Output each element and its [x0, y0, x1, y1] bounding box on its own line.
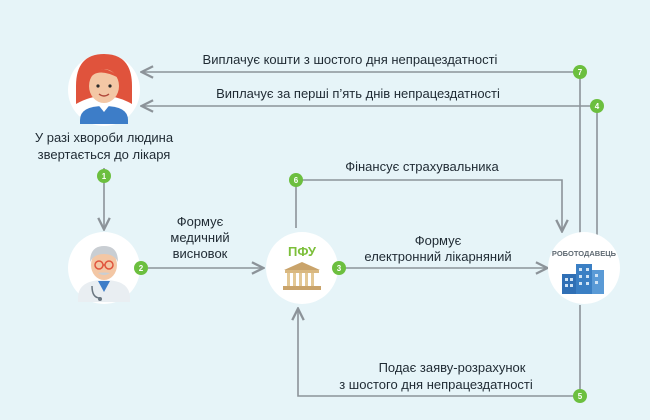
step-badge-6: 6 — [289, 173, 303, 187]
step-5-label-line-2: з шостого дня непрацездатності — [339, 377, 533, 392]
step-badge-4: 4 — [590, 99, 604, 113]
employer-label: РОБОТОДАВЕЦЬ — [552, 249, 617, 258]
step-1-number: 1 — [102, 172, 107, 181]
pfu-label: ПФУ — [288, 244, 317, 259]
step-7-label: Виплачує кошти з шостого дня непрацездат… — [203, 52, 498, 67]
step-2-label-line-2: медичний — [170, 230, 229, 245]
step-4-number: 4 — [595, 102, 600, 111]
step-badge-7: 7 — [573, 65, 587, 79]
step-2-label-line-3: висновок — [173, 246, 228, 261]
step-5-label-line-1: Подає заяву-розрахунок — [379, 360, 526, 375]
step-3-number: 3 — [337, 264, 342, 273]
doctor-node — [68, 232, 140, 304]
step-badge-3: 3 — [332, 261, 346, 275]
edge-step-6 — [295, 179, 562, 230]
step-5-number: 5 — [578, 392, 583, 401]
office-buildings-icon — [562, 264, 604, 294]
step-badge-1: 1 — [97, 169, 111, 183]
step-badge-2: 2 — [134, 261, 148, 275]
woman-avatar-icon — [76, 54, 132, 124]
pfu-node: ПФУ — [266, 232, 338, 304]
employer-node: РОБОТОДАВЕЦЬ — [548, 232, 620, 304]
person-node: У разі хвороби людина звертається до лік… — [35, 54, 174, 162]
step-6-number: 6 — [294, 176, 299, 185]
government-building-icon — [283, 262, 321, 290]
step-3-label-line-1: Формує — [415, 233, 462, 248]
step-3-label-line-2: електронний лікарняний — [364, 249, 511, 264]
step-2-number: 2 — [139, 264, 144, 273]
edge-step-5 — [298, 305, 581, 397]
step-badge-5: 5 — [573, 389, 587, 403]
person-caption-line-1: У разі хвороби людина — [35, 130, 174, 145]
doctor-avatar-icon — [78, 246, 130, 302]
step-7-number: 7 — [578, 68, 583, 77]
step-2-label-line-1: Формує — [177, 214, 224, 229]
step-6-label: Фінансує страхувальника — [345, 159, 499, 174]
step-4-label: Виплачує за перші п’ять днів непрацездат… — [216, 86, 500, 101]
person-caption-line-2: звертається до лікаря — [38, 147, 171, 162]
